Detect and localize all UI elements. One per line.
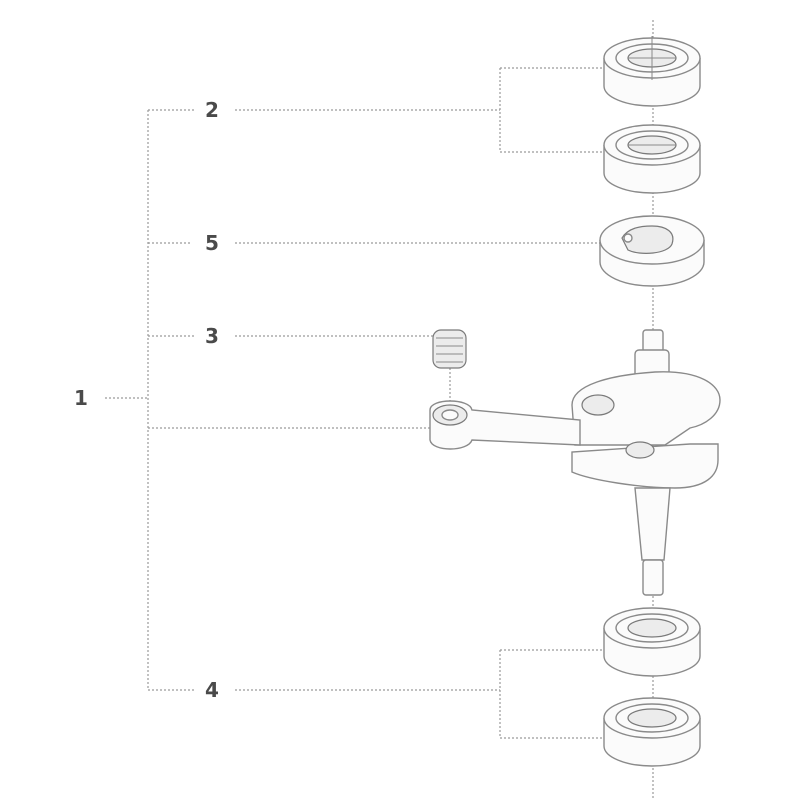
callout-5-label: 5 (205, 231, 219, 255)
ball-bearing-icon (603, 36, 701, 107)
needle-bearing-icon (432, 329, 467, 369)
callout-1-label: 1 (74, 386, 88, 410)
ball-bearing-icon (603, 697, 701, 767)
crankshaft-icon (429, 329, 721, 596)
ball-bearing-icon (603, 607, 701, 677)
ball-bearing-icon (603, 124, 701, 194)
callout-3-label: 3 (205, 324, 219, 348)
assembly-bracket (105, 109, 430, 691)
callout-2-label: 2 (205, 98, 219, 122)
leader-lines (235, 67, 605, 739)
callout-4-label: 4 (205, 678, 219, 702)
crank-disc-icon (599, 215, 705, 287)
